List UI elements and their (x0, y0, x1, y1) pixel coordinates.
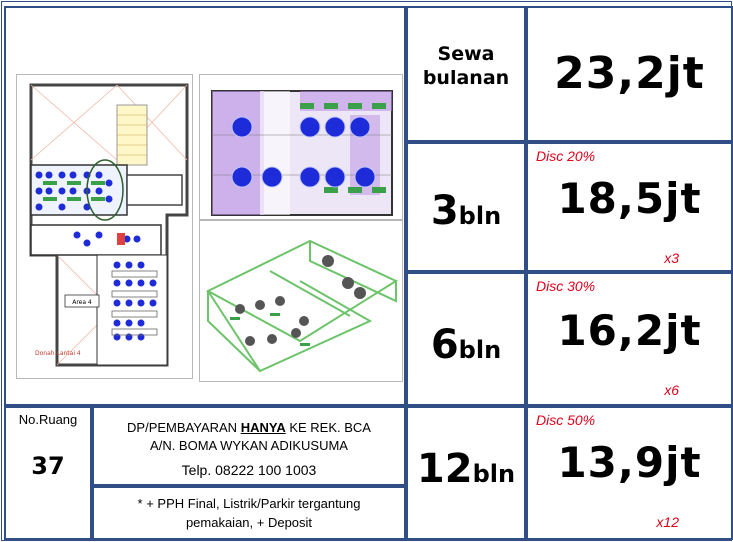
term-3-unit: bln (458, 202, 502, 230)
term-12-multiplier: x12 (656, 514, 679, 530)
room-number: 37 (31, 452, 65, 480)
monthly-label-cell: Sewa bulanan (406, 6, 526, 142)
floor-plan-zoom (199, 74, 403, 220)
term-3-price: 18,5jt (557, 174, 702, 223)
room-number-label: No.Ruang (18, 412, 78, 427)
floor-plan-3d (199, 220, 403, 382)
payment-suffix: KE REK. BCA (285, 420, 371, 435)
payment-phone: Telp. 08222 100 1003 (181, 462, 317, 478)
term-12-number: 12 (416, 446, 473, 492)
payment-info-cell: DP/PEMBAYARAN HANYA KE REK. BCA A/N. BOM… (92, 406, 406, 486)
term-3-multiplier: x3 (664, 250, 679, 266)
term-12-unit: bln (472, 460, 516, 488)
term-12-cell: 12bln (406, 406, 526, 540)
term-12-price-cell: Disc 50% 13,9jt x12 (526, 406, 733, 540)
term-6-multiplier: x6 (664, 382, 679, 398)
term-12-discount: Disc 50% (536, 412, 596, 428)
floor-plan-section: Area 4 Donah Lantai 4 (4, 6, 406, 406)
payment-line1: DP/PEMBAYARAN HANYA KE REK. BCA (94, 420, 404, 435)
term-3-price-cell: Disc 20% 18,5jt x3 (526, 142, 733, 272)
term-6-price: 16,2jt (557, 306, 702, 355)
term-12-price: 13,9jt (557, 438, 702, 487)
note-cell: * + PPH Final, Listrik/Parkir tergantung… (92, 486, 406, 540)
floor-plan-2d: Area 4 Donah Lantai 4 (16, 74, 193, 379)
term-6-price-cell: Disc 30% 16,2jt x6 (526, 272, 733, 406)
monthly-price: 23,2jt (554, 48, 705, 99)
area-label: Area 4 (72, 299, 92, 306)
note-line2: pemakaian, + Deposit (185, 515, 313, 530)
floor-plan-label: Donah Lantai 4 (35, 350, 81, 357)
term-6-cell: 6bln (406, 272, 526, 406)
term-6-unit: bln (458, 336, 502, 364)
monthly-price-cell: 23,2jt (526, 6, 733, 142)
term-3-number: 3 (430, 188, 459, 234)
monthly-label-line1: Sewa (437, 43, 495, 65)
payment-account-name: A/N. BOMA WYKAN ADIKUSUMA (150, 438, 348, 453)
room-number-cell: No.Ruang 37 (4, 406, 92, 540)
payment-prefix: DP/PEMBAYARAN (127, 420, 241, 435)
term-3-cell: 3bln (406, 142, 526, 272)
payment-emphasis: HANYA (240, 420, 286, 435)
note-line1: * + PPH Final, Listrik/Parkir tergantung (137, 496, 361, 511)
term-6-number: 6 (430, 322, 459, 368)
term-3-discount: Disc 20% (536, 148, 596, 164)
term-6-discount: Disc 30% (536, 278, 596, 294)
monthly-label-line2: bulanan (422, 67, 510, 89)
